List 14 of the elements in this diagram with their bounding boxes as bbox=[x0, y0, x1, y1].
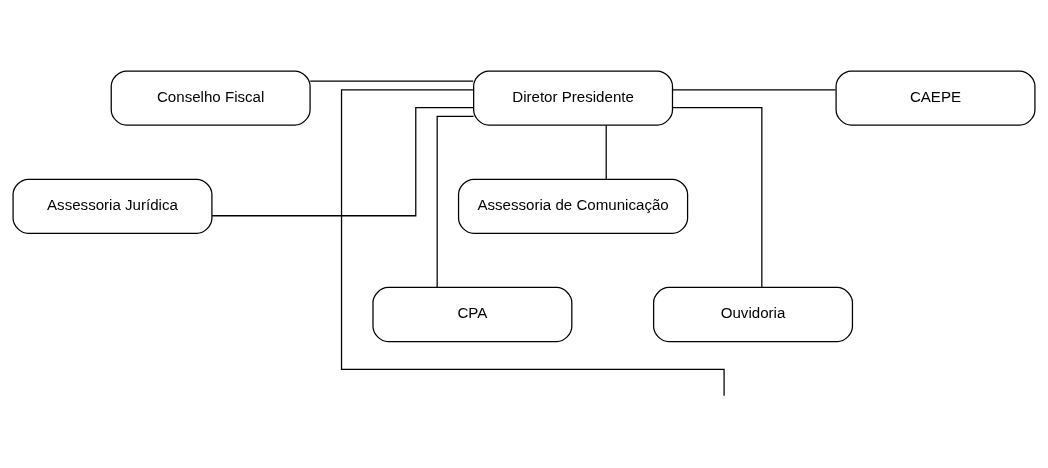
node-box: Diretor Presidente bbox=[473, 70, 674, 126]
connector bbox=[605, 124, 607, 180]
node-box: CAEPE bbox=[835, 70, 1036, 126]
connector bbox=[671, 89, 837, 91]
node-box: Assessoria Jurídica bbox=[12, 178, 213, 234]
connector bbox=[340, 89, 725, 397]
node-box: CPA bbox=[372, 286, 573, 343]
connector bbox=[211, 106, 475, 217]
node-box: Conselho Fiscal bbox=[110, 70, 311, 126]
node-box: Ouvidoria bbox=[653, 286, 854, 343]
connector bbox=[436, 115, 475, 289]
connector bbox=[672, 106, 763, 289]
connector bbox=[309, 80, 474, 82]
node-box: Assessoria de Comunicação bbox=[457, 178, 689, 234]
